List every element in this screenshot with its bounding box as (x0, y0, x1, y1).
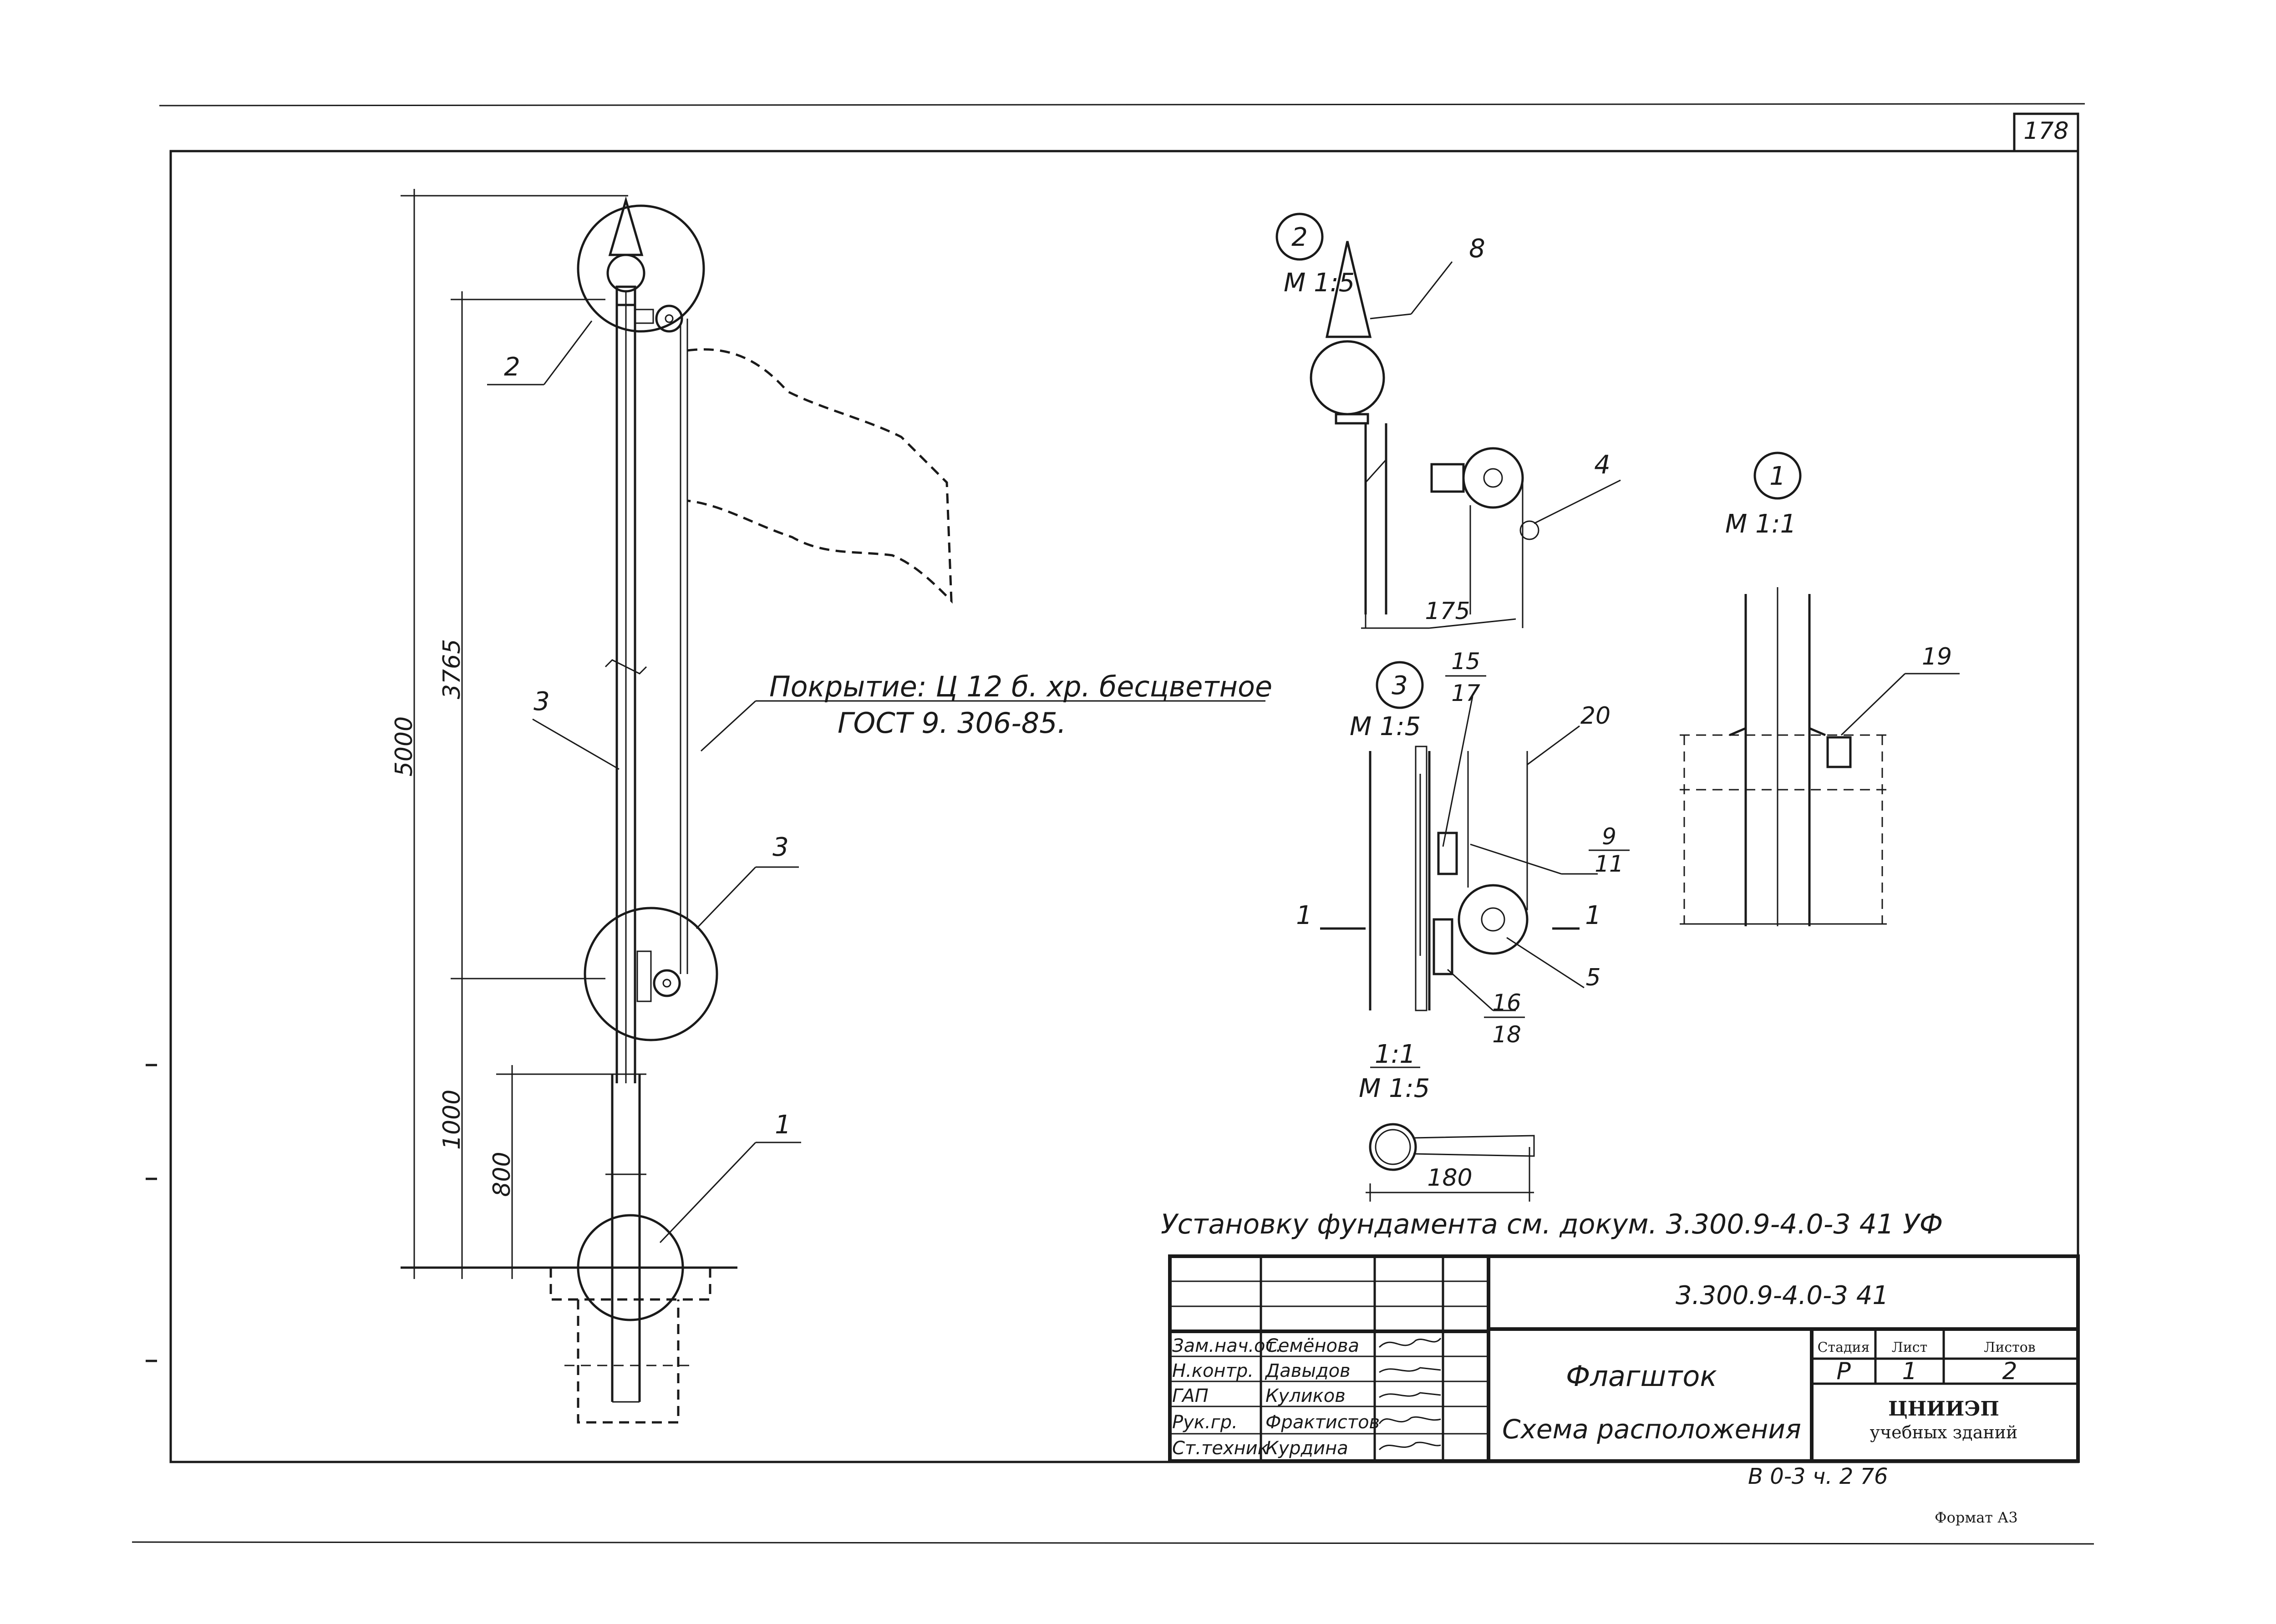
title-block (1168, 1254, 2080, 1463)
coating-note-line2: ГОСТ 9. 306-85. (838, 706, 1066, 740)
detail-2 (1275, 213, 1621, 629)
dim-total-height: 5000 (391, 716, 418, 776)
org-line2: учебных зданий (1870, 1422, 2018, 1442)
callout-3-main-a: 3 (533, 687, 550, 716)
detail-1-scale: М 1:1 (1725, 509, 1796, 539)
page-number-box (2013, 112, 2079, 152)
callout-11: 11 (1595, 851, 1624, 877)
role-4: Рук.гр. (1172, 1412, 1238, 1433)
detail-3-scale: М 1:5 (1350, 712, 1421, 741)
coating-note-line1: Покрытие: Ц 12 б. хр. бесцветное (769, 670, 1272, 703)
callout-16: 16 (1492, 990, 1521, 1016)
name-2: Давыдов (1265, 1360, 1351, 1381)
callout-9: 9 (1602, 823, 1616, 850)
callout-1-main: 1 (775, 1110, 791, 1140)
dimension-lines (401, 189, 628, 1279)
cut-label-right: 1 (1585, 901, 1601, 930)
detail-3 (1320, 661, 1598, 1011)
role-3: ГАП (1172, 1385, 1209, 1406)
top-scan-line (159, 103, 2085, 107)
dim-lower-height: 1000 (438, 1090, 466, 1150)
detail-1-number: 1 (1769, 462, 1786, 491)
role-2: Н.контр. (1172, 1360, 1254, 1381)
callout-18: 18 (1492, 1021, 1521, 1048)
section-scale: М 1:5 (1359, 1074, 1430, 1103)
dim-180: 180 (1427, 1164, 1472, 1192)
role-1: Зам.нач.от. (1172, 1335, 1282, 1356)
sheet-value: 1 (1902, 1358, 1917, 1385)
role-5: Ст.техник (1172, 1438, 1269, 1459)
callout-8: 8 (1469, 234, 1485, 264)
sheet-frame (169, 150, 2079, 1463)
cut-label-left: 1 (1296, 901, 1312, 930)
sheets-value: 2 (2002, 1358, 2017, 1385)
archive-ref: В 0-3 ч. 2 76 (1748, 1464, 1888, 1489)
sheet-format: Формат А3 (1935, 1509, 2018, 1526)
detail-1 (1680, 452, 1960, 926)
doc-code: 3.300.9-4.0-3 41 (1676, 1281, 1889, 1310)
drawing-subtitle: Схема расположения (1502, 1414, 1801, 1445)
sheet-header: Лист (1892, 1340, 1927, 1355)
callout-20: 20 (1580, 702, 1610, 730)
signatures (1378, 1337, 1442, 1451)
callout-17: 17 (1451, 680, 1480, 706)
foundation-note: Установку фундамента см. докум. 3.300.9-… (1161, 1208, 1943, 1240)
bottom-scan-line (132, 1541, 2094, 1545)
section-label: 1:1 (1375, 1040, 1416, 1069)
callout-4: 4 (1594, 450, 1610, 480)
name-3: Куликов (1265, 1385, 1346, 1406)
page-number: 178 (2023, 117, 2068, 145)
name-1: Семёнова (1265, 1335, 1359, 1356)
drawing-title: Флагшток (1566, 1360, 1717, 1393)
stage-header: Стадия (1818, 1340, 1870, 1355)
leader-lines (487, 320, 1265, 1243)
callout-15: 15 (1451, 648, 1480, 675)
callout-3-main-b: 3 (772, 832, 789, 862)
callout-5: 5 (1585, 964, 1600, 991)
flagpole-elevation (401, 196, 953, 1424)
callout-2-main: 2 (504, 352, 520, 382)
stage-value: Р (1836, 1358, 1851, 1385)
section-1-1 (1366, 1066, 1535, 1202)
detail-2-scale: М 1:5 (1284, 268, 1355, 298)
callout-19: 19 (1922, 643, 1952, 670)
detail-2-number: 2 (1291, 223, 1308, 252)
detail-3-number: 3 (1392, 671, 1408, 700)
sheets-header: Листов (1984, 1340, 2035, 1355)
name-5: Курдина (1265, 1438, 1348, 1459)
dim-upper-height: 3765 (438, 639, 466, 699)
name-4: Фрактистов (1265, 1412, 1380, 1433)
org-line1: ЦНИИЭП (1888, 1397, 1999, 1421)
dim-175: 175 (1425, 598, 1470, 625)
dim-embed-depth: 800 (488, 1152, 516, 1197)
